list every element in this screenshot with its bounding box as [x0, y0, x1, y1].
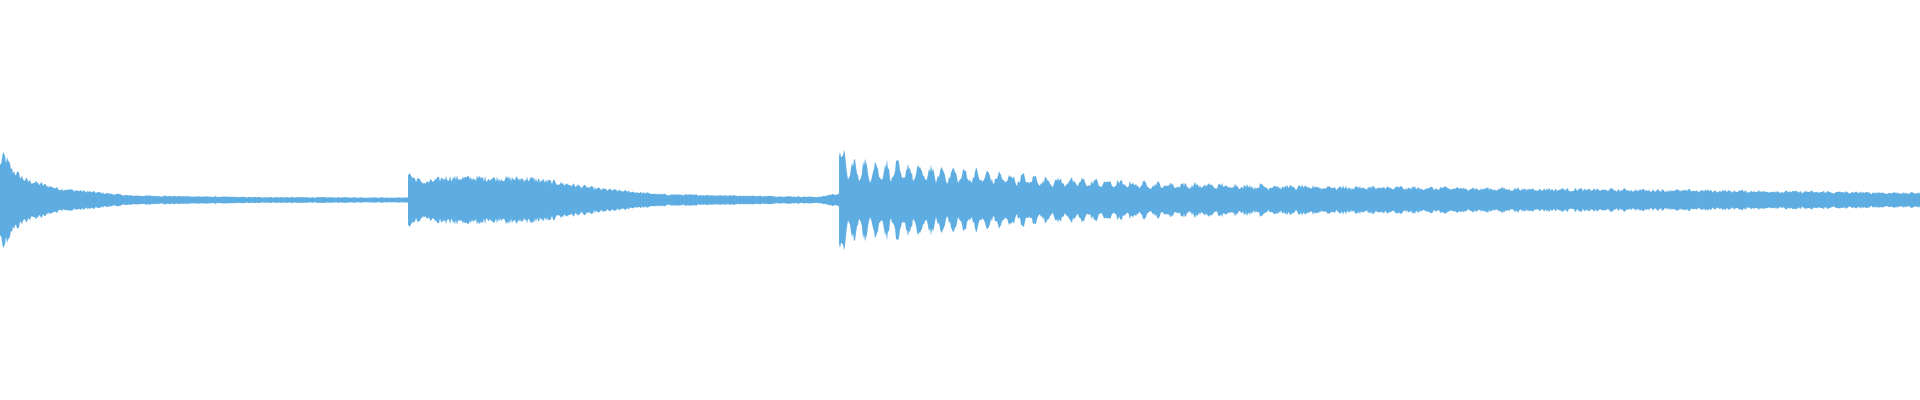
note-2-waveform [408, 173, 839, 227]
note-1-waveform [0, 152, 408, 248]
note-3-waveform [839, 149, 1920, 251]
